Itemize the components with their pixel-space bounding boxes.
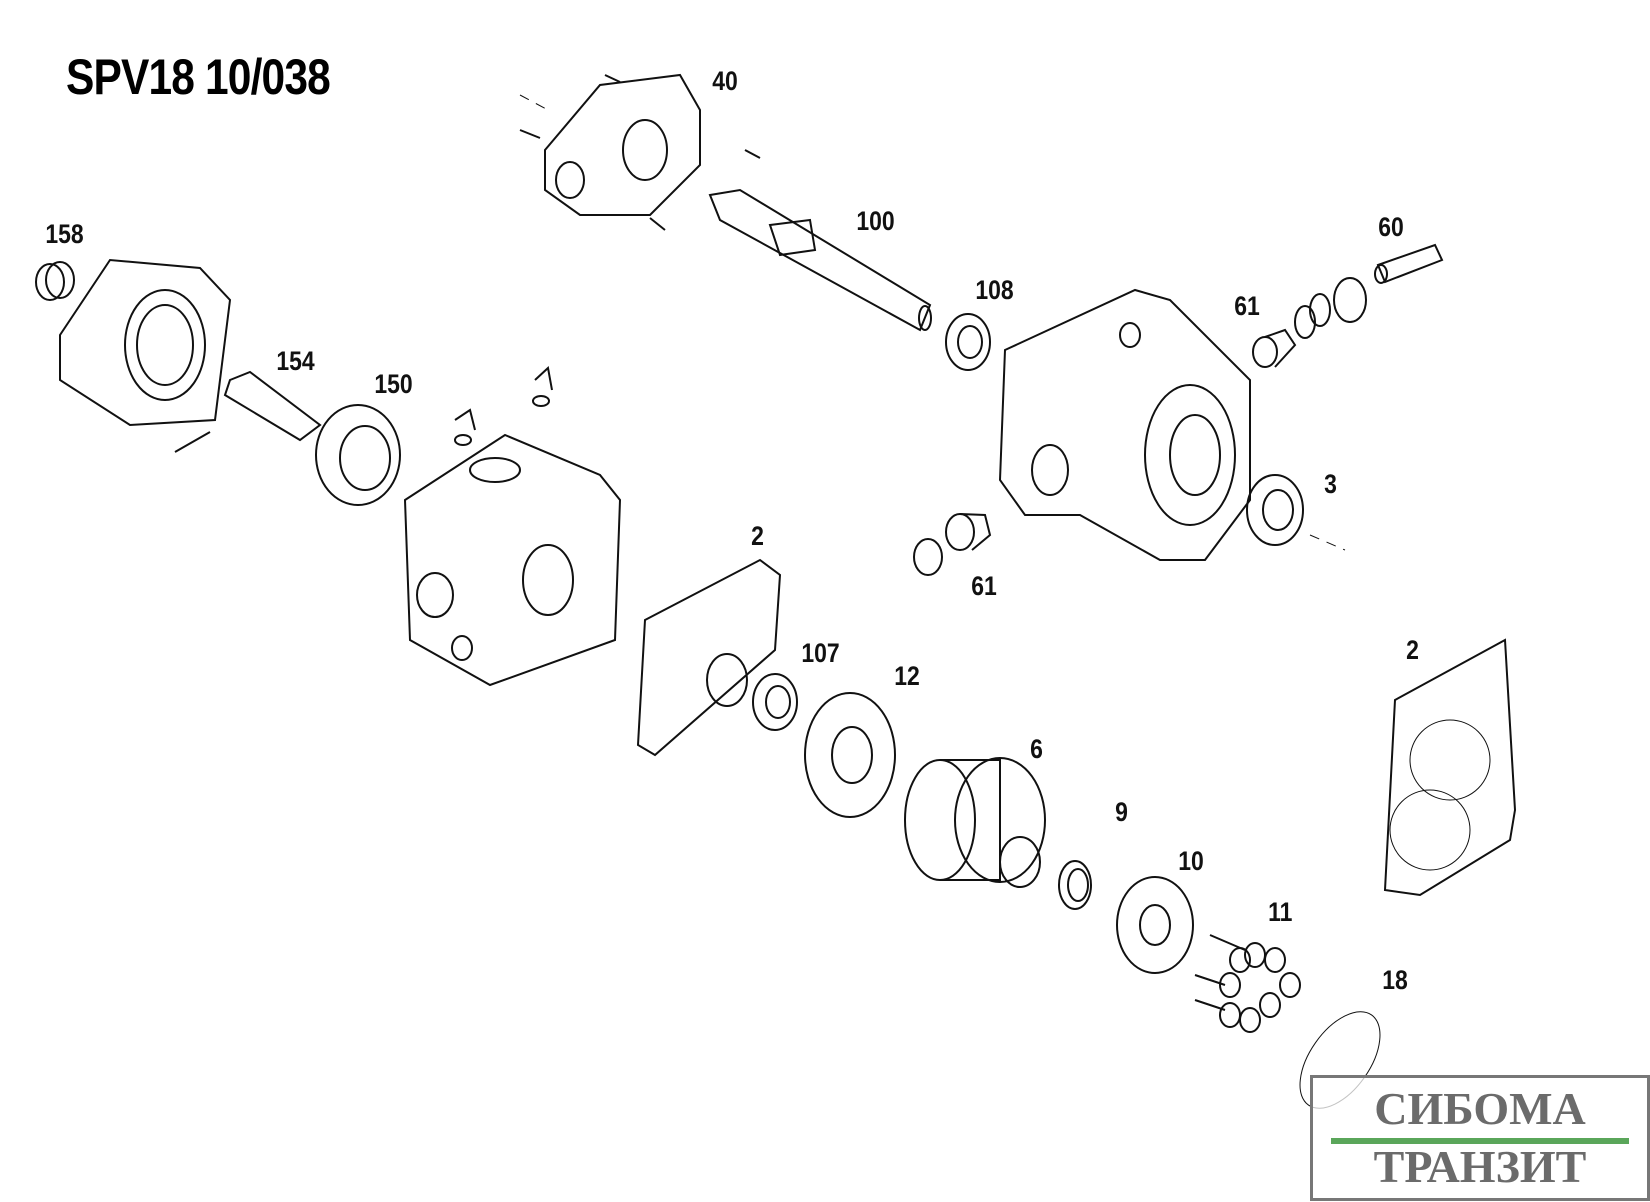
label-part-10: 10	[1178, 846, 1204, 876]
label-part-158: 158	[45, 219, 84, 249]
label-part-60: 60	[1378, 212, 1404, 242]
part-11-pistons	[1194, 934, 1301, 1033]
part-40-cover	[519, 73, 761, 231]
label-part-12: 12	[894, 661, 920, 691]
part-3-seal	[1246, 474, 1346, 551]
part-150-gerotor	[315, 404, 401, 506]
label-part-154: 154	[276, 346, 315, 376]
label-part-3: 3	[1324, 469, 1337, 499]
label-part-108: 108	[975, 275, 1014, 305]
part-61-bearing-bottom	[913, 513, 992, 576]
company-logo-watermark: СИБОМА ТРАНЗИТ	[1310, 1075, 1650, 1201]
part-6-cylinder-block	[904, 757, 1046, 888]
label-part-61: 61	[1234, 291, 1260, 321]
part-154-shaft	[174, 370, 322, 453]
part-10-retainer-plate	[1116, 876, 1194, 974]
label-part-2: 2	[751, 521, 764, 551]
label-part-40: 40	[712, 66, 738, 96]
part-107-bearing	[706, 653, 798, 731]
part-2-gasket	[636, 558, 782, 757]
label-part-107: 107	[801, 638, 840, 668]
label-part-11: 11	[1268, 897, 1293, 927]
label-part-100: 100	[856, 206, 895, 236]
logo-line-2: ТРАНЗИТ	[1373, 1141, 1587, 1192]
part-12-port-plate	[804, 692, 896, 818]
logo-divider	[1331, 1138, 1629, 1144]
label-part-61b: 61	[971, 571, 997, 601]
part-60-pin	[1374, 243, 1444, 284]
valve-block	[403, 366, 622, 687]
label-part-6: 6	[1030, 734, 1043, 764]
label-part-9: 9	[1115, 797, 1128, 827]
pump-housing	[998, 288, 1251, 561]
logo-line-1: СИБОМА	[1374, 1083, 1586, 1134]
part-100-shaft	[708, 188, 932, 332]
label-part-150: 150	[374, 369, 413, 399]
diagram-title: SPV18 10/038	[66, 49, 331, 105]
part-61-bearing-top	[1252, 328, 1297, 368]
label-part-2-kit: 2	[1406, 635, 1419, 665]
part-9-ring	[1058, 860, 1092, 910]
o-rings	[1294, 277, 1367, 339]
part-158-housing	[35, 258, 232, 427]
part-108-bearing	[945, 313, 991, 371]
label-part-18: 18	[1382, 965, 1408, 995]
part-2-seal-kit-bag	[1383, 638, 1517, 897]
